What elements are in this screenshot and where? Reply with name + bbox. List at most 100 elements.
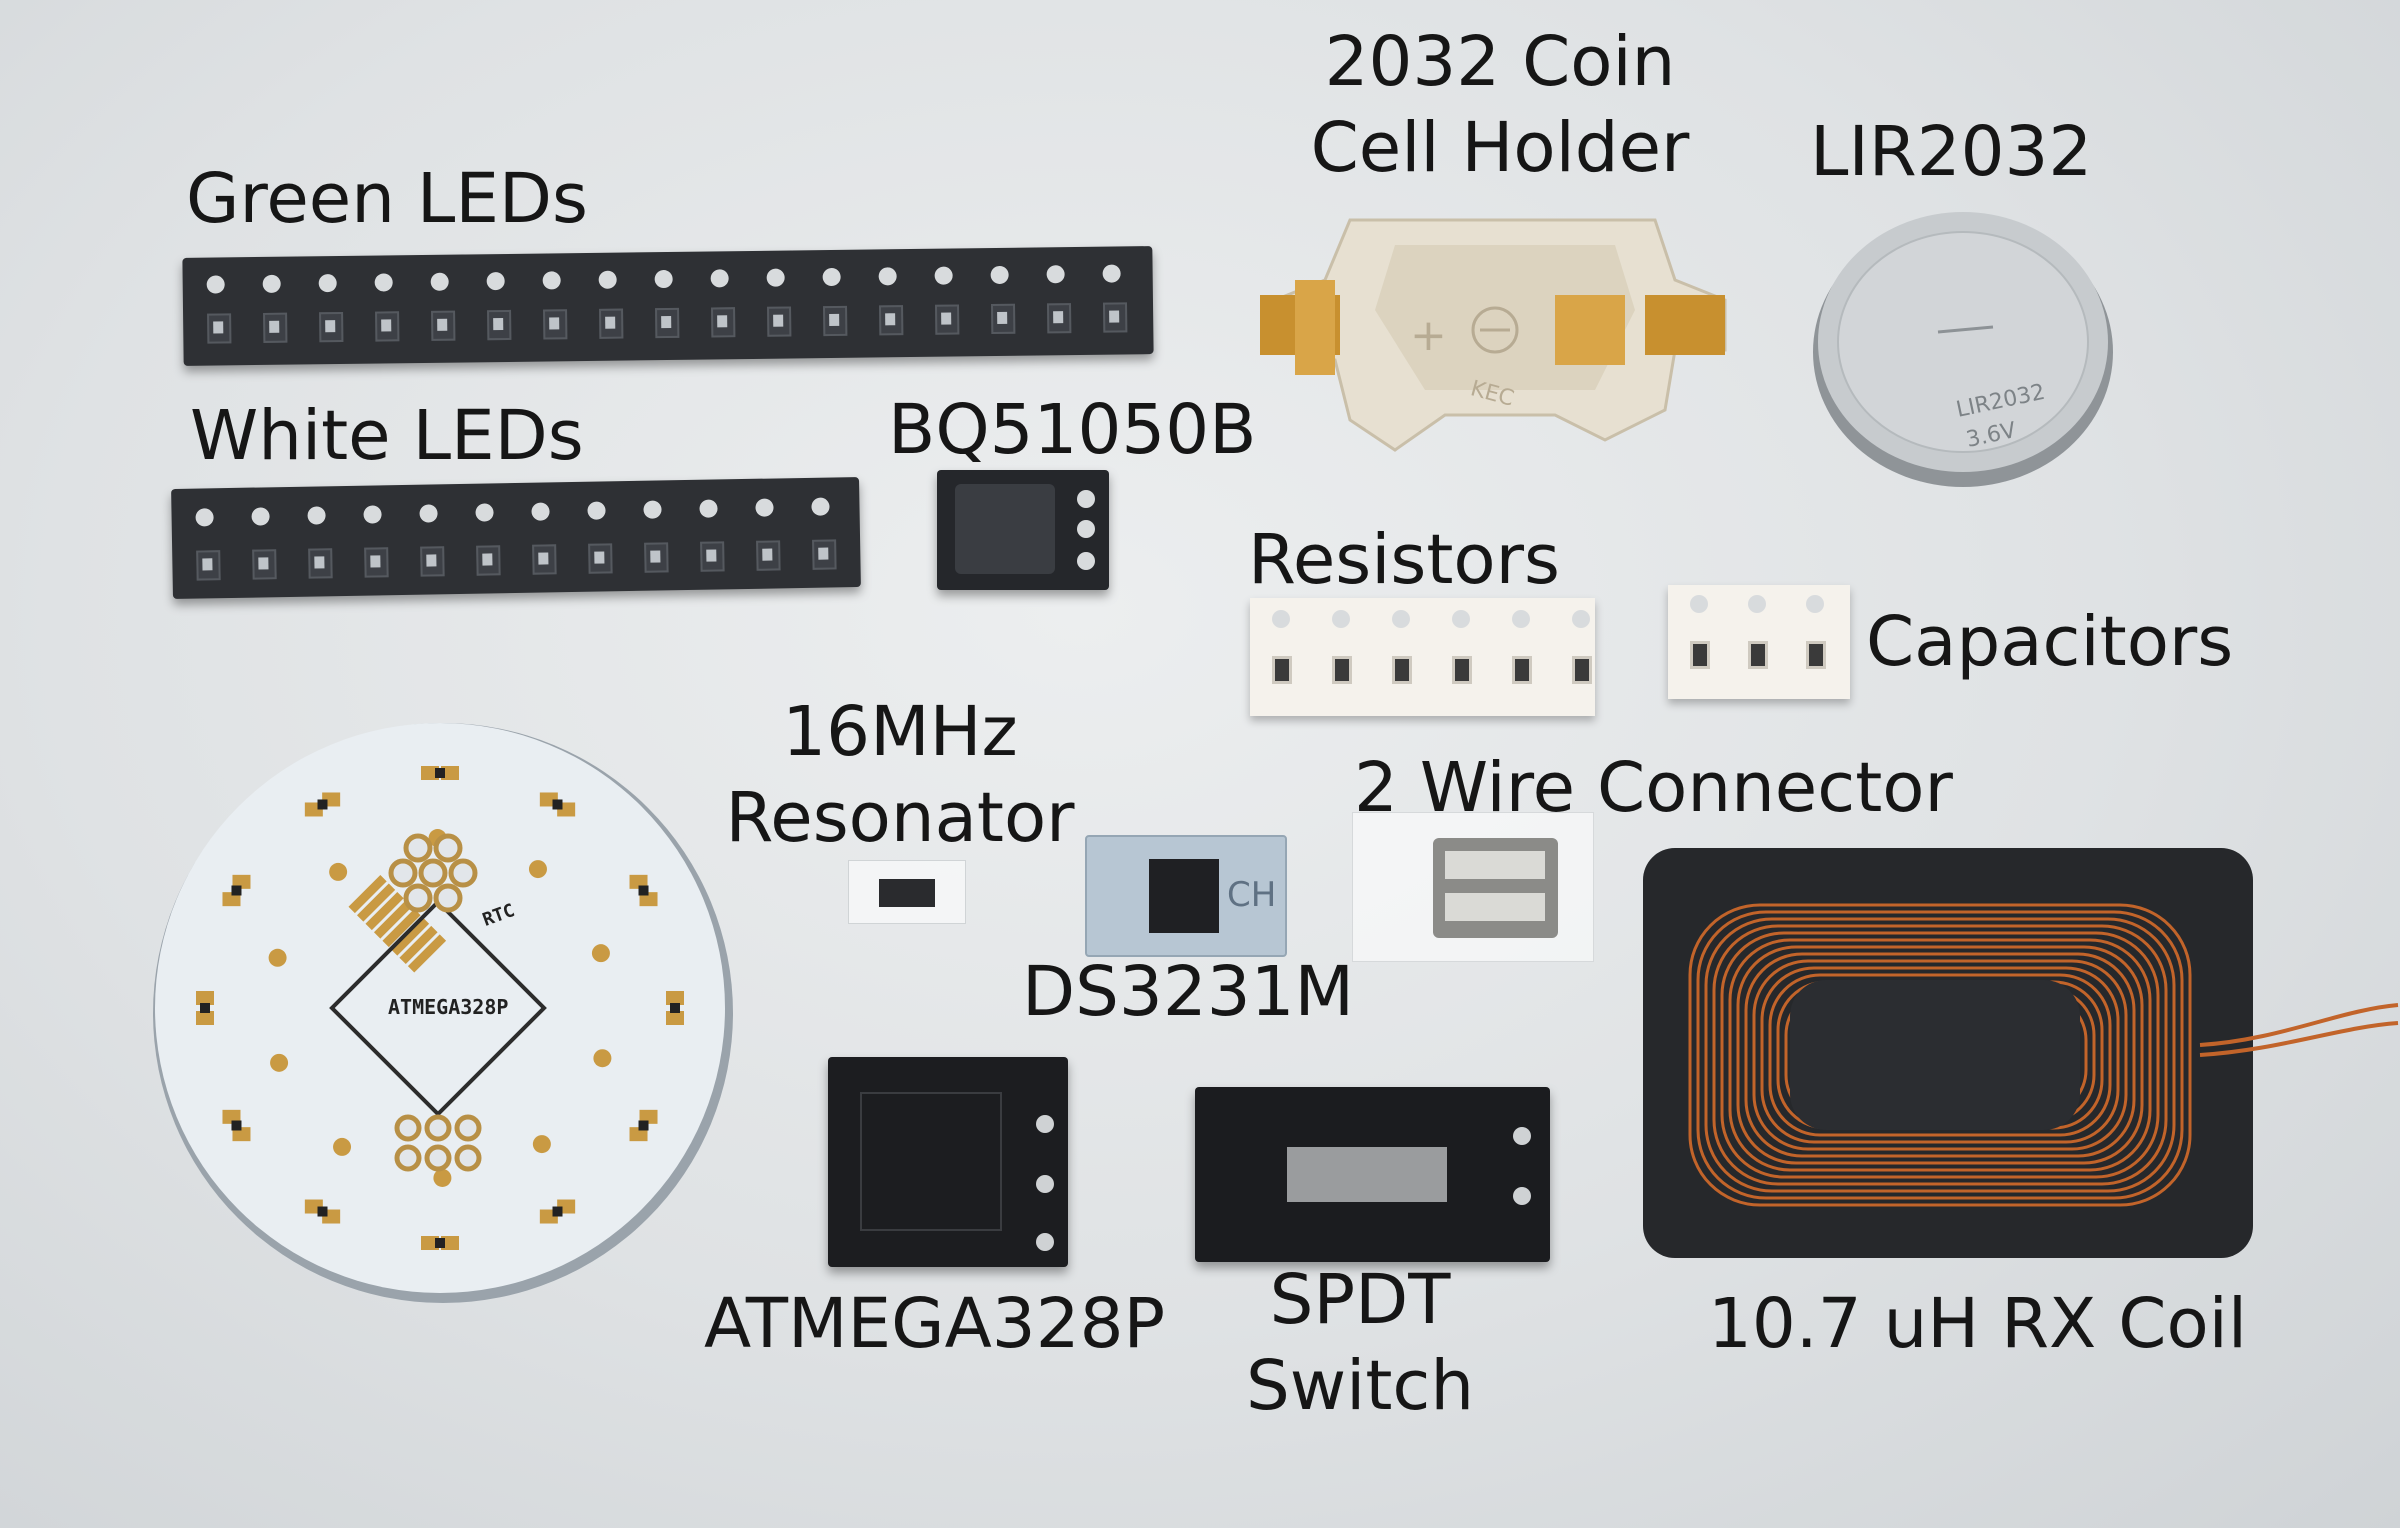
tape-component-pocket	[644, 542, 669, 573]
tape-component-pocket	[655, 307, 680, 339]
label-bq51050b: BQ51050B	[888, 390, 1257, 470]
label-coin-cell-holder-line2: Cell Holder	[1310, 107, 1690, 188]
tape-component-pocket	[420, 546, 445, 577]
tape-component-pocket	[252, 549, 277, 580]
label-green-leds: Green LEDs	[186, 159, 589, 239]
bq51050b-chip-tape	[937, 470, 1109, 590]
label-two-wire-connector: 2 Wire Connector	[1354, 748, 1953, 828]
tape-component-pocket	[767, 306, 792, 337]
tape-sprocket-hole	[195, 508, 214, 527]
tape-component-pocket	[308, 548, 333, 579]
tape-sprocket-hole	[1332, 610, 1350, 628]
tape-component-pocket	[711, 307, 736, 338]
tape-sprocket-hole	[699, 499, 718, 518]
tape-component-pocket	[991, 303, 1016, 335]
tape-component-pocket	[487, 309, 512, 341]
pcb-chip-label: ATMEGA328P	[388, 995, 508, 1019]
label-spdt-line2: Switch	[1245, 1345, 1475, 1426]
label-coin-cell-holder-line1: 2032 Coin	[1324, 22, 1676, 102]
tape-sprocket-hole	[878, 267, 897, 286]
tape-component-pocket	[812, 539, 837, 570]
tape-sprocket-hole	[710, 269, 729, 288]
label-lir2032: LIR2032	[1810, 112, 2093, 192]
label-resistors: Resistors	[1248, 520, 1560, 600]
tape-component-pocket	[823, 305, 848, 337]
tape-sprocket-hole	[811, 497, 830, 516]
tape-sprocket-hole	[363, 505, 382, 524]
tape-sprocket-hole	[1272, 610, 1290, 628]
tape-component-pocket	[1572, 656, 1592, 684]
tape-sprocket-hole	[1806, 595, 1824, 613]
tape-component-pocket	[364, 547, 389, 578]
tape-component-pocket	[1748, 641, 1768, 669]
atmega328p-chip-tape	[828, 1057, 1068, 1267]
tape-component-pocket	[599, 308, 624, 339]
label-resonator-line1: 16MHz	[782, 692, 1018, 772]
tape-component-pocket	[756, 540, 781, 571]
tape-component-pocket	[588, 543, 613, 574]
tape-sprocket-hole	[542, 271, 561, 290]
tape-component-pocket	[700, 541, 725, 572]
tape-sprocket-hole	[1572, 610, 1590, 628]
label-white-leds: White LEDs	[190, 396, 584, 476]
tape-sprocket-hole	[419, 504, 438, 523]
tape-sprocket-hole	[598, 270, 617, 289]
label-spdt-line1: SPDT	[1269, 1260, 1451, 1340]
resistor-tape	[1250, 598, 1595, 716]
tape-component-pocket	[1690, 641, 1710, 669]
tape-sprocket-hole	[766, 268, 785, 287]
lir2032-battery: LIR2032 3.6V	[1813, 212, 2113, 487]
tape-sprocket-hole	[1748, 595, 1766, 613]
spdt-switch-tape	[1195, 1087, 1550, 1262]
tape-sprocket-hole	[1452, 610, 1470, 628]
tape-sprocket-hole	[475, 503, 494, 522]
tape-component-pocket	[196, 550, 221, 581]
green-led-tape	[182, 246, 1154, 366]
tape-sprocket-hole	[643, 500, 662, 519]
tape-component-pocket	[1332, 656, 1352, 684]
tape-sprocket-hole	[262, 274, 281, 293]
tape-component-pocket	[431, 310, 456, 341]
svg-text:+: +	[1410, 310, 1447, 361]
tape-sprocket-hole	[822, 267, 841, 287]
ds-tape-text: CH	[1227, 875, 1277, 915]
tape-component-pocket	[1272, 656, 1292, 684]
tape-component-pocket	[263, 312, 288, 343]
tape-component-pocket	[476, 545, 501, 576]
resonator-package	[848, 860, 966, 924]
tape-sprocket-hole	[934, 266, 953, 285]
tape-sprocket-hole	[486, 271, 505, 291]
tape-sprocket-hole	[587, 501, 606, 520]
tape-sprocket-hole	[307, 506, 326, 525]
tape-sprocket-hole	[1512, 610, 1530, 628]
tape-sprocket-hole	[1690, 595, 1708, 613]
label-resonator: 16MHz Resonator	[710, 690, 1090, 861]
tape-sprocket-hole	[1392, 610, 1410, 628]
tape-sprocket-hole	[430, 272, 449, 291]
label-spdt-switch: SPDT Switch	[1170, 1258, 1550, 1429]
coin-cell-holder: + KEC	[1260, 218, 1727, 452]
label-coin-cell-holder: 2032 Coin Cell Holder	[1300, 20, 1700, 191]
tape-component-pocket	[1046, 303, 1072, 334]
tape-component-pocket	[1806, 641, 1826, 669]
tape-sprocket-hole	[654, 269, 673, 289]
tape-component-pocket	[1392, 656, 1412, 684]
tape-component-pocket	[319, 311, 344, 343]
tape-sprocket-hole	[374, 273, 393, 292]
tape-component-pocket	[1452, 656, 1472, 684]
tape-sprocket-hole	[1102, 264, 1121, 283]
round-pcb: ATMEGA328P RTC	[153, 723, 733, 1303]
tape-sprocket-hole	[251, 507, 270, 526]
label-atmega328p: ATMEGA328P	[704, 1284, 1166, 1364]
tape-component-pocket	[1512, 656, 1532, 684]
tape-sprocket-hole	[531, 502, 550, 521]
tape-sprocket-hole	[755, 498, 774, 517]
rx-coil	[1643, 848, 2399, 1258]
tape-component-pocket	[879, 305, 904, 336]
tape-component-pocket	[375, 311, 400, 342]
tape-sprocket-hole	[990, 265, 1009, 285]
tape-component-pocket	[1102, 302, 1128, 333]
tape-component-pocket	[532, 544, 557, 575]
capacitor-tape	[1668, 585, 1850, 699]
